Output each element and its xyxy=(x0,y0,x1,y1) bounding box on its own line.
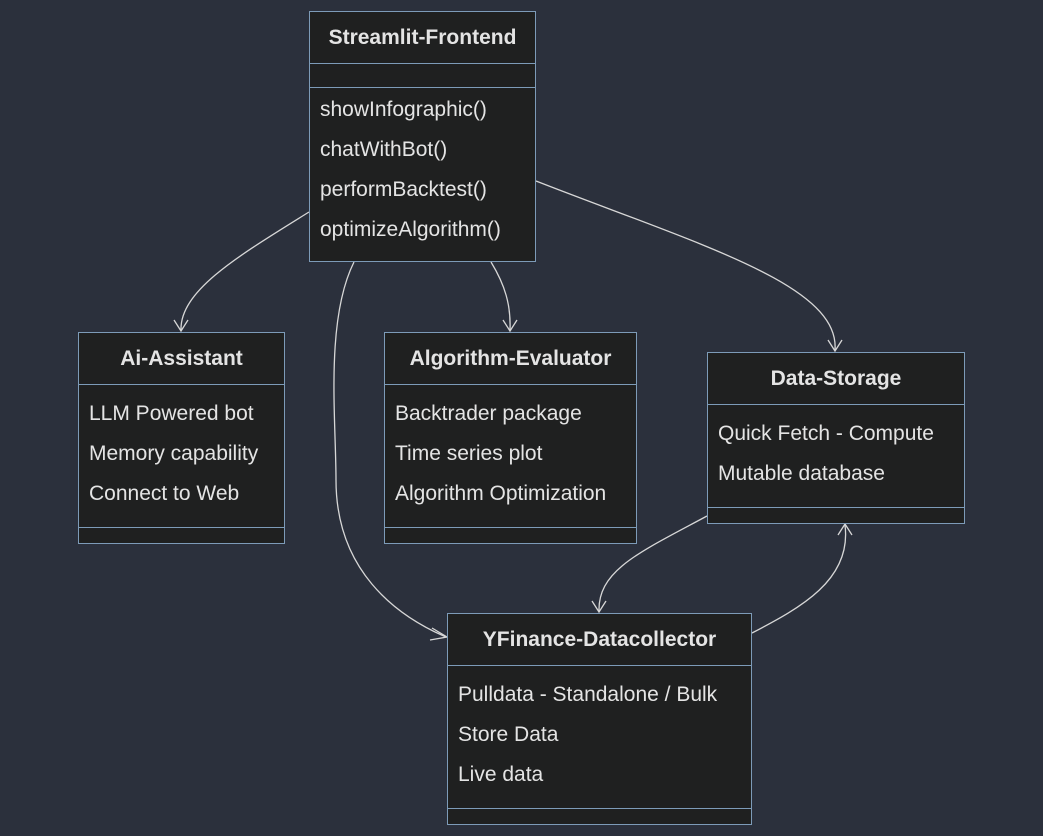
arrowhead-storage xyxy=(827,339,843,353)
class-title: Ai-Assistant xyxy=(79,333,284,385)
attribute-item: Store Data xyxy=(458,723,559,746)
arrowhead-storage-bottom xyxy=(837,522,853,536)
class-yfinance-datacollector[interactable]: YFinance-Datacollector Pulldata - Standa… xyxy=(447,613,752,825)
attribute-item: Time series plot xyxy=(395,442,543,465)
class-ai-assistant[interactable]: Ai-Assistant LLM Powered bot Memory capa… xyxy=(78,332,285,544)
class-data-storage[interactable]: Data-Storage Quick Fetch - Compute Mutab… xyxy=(707,352,965,524)
method-item: performBacktest() xyxy=(320,178,487,201)
method-item: optimizeAlgorithm() xyxy=(320,218,501,241)
attributes-section xyxy=(310,64,535,88)
attribute-item: Connect to Web xyxy=(89,482,240,505)
method-item: chatWithBot() xyxy=(320,138,448,161)
edge-frontend-to-collector xyxy=(333,261,447,638)
attribute-item: Quick Fetch - Compute xyxy=(718,422,934,445)
arrowhead-evaluator xyxy=(502,319,518,333)
attribute-item: LLM Powered bot xyxy=(89,402,254,425)
class-title: Streamlit-Frontend xyxy=(310,12,535,64)
attribute-item: Live data xyxy=(458,763,544,786)
attribute-item: Pulldata - Standalone / Bulk xyxy=(458,683,718,706)
class-algorithm-evaluator[interactable]: Algorithm-Evaluator Backtrader package T… xyxy=(384,332,637,544)
attributes-section: Pulldata - Standalone / Bulk Store Data … xyxy=(448,666,751,809)
attributes-section: LLM Powered bot Memory capability Connec… xyxy=(79,385,284,528)
attributes-section: Backtrader package Time series plot Algo… xyxy=(385,385,636,528)
attribute-item: Backtrader package xyxy=(395,402,582,425)
class-streamlit-frontend[interactable]: Streamlit-Frontend showInfographic() cha… xyxy=(309,11,536,262)
methods-section: showInfographic() chatWithBot() performB… xyxy=(310,88,535,250)
attribute-item: Algorithm Optimization xyxy=(395,482,607,505)
method-item: showInfographic() xyxy=(320,98,487,121)
edge-storage-to-collector xyxy=(598,515,708,612)
class-title: Data-Storage xyxy=(708,353,964,405)
edge-frontend-to-evaluator xyxy=(490,261,511,331)
class-title: Algorithm-Evaluator xyxy=(385,333,636,385)
attributes-section: Quick Fetch - Compute Mutable database xyxy=(708,405,964,508)
arrowhead-assistant xyxy=(173,319,189,333)
class-title: YFinance-Datacollector xyxy=(448,614,751,666)
arrowhead-collector-top xyxy=(591,600,607,614)
edge-frontend-to-storage xyxy=(535,180,836,351)
edge-frontend-to-assistant xyxy=(180,211,310,331)
attribute-item: Mutable database xyxy=(718,462,885,485)
attribute-item: Memory capability xyxy=(89,442,259,465)
edge-collector-to-storage xyxy=(751,524,847,634)
